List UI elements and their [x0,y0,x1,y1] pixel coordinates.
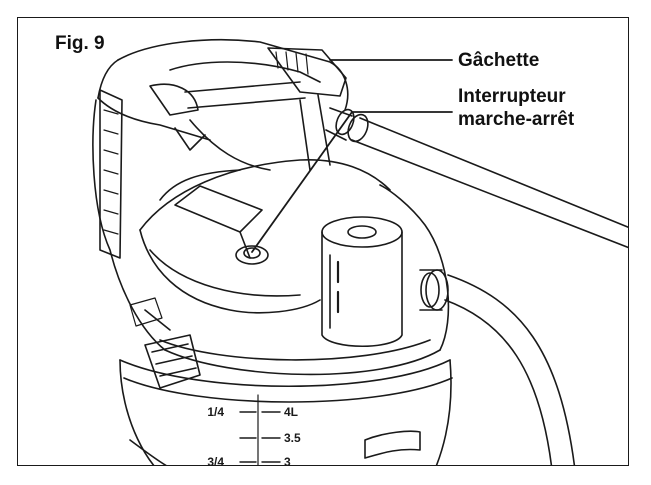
power-switch-label-line1: Interrupteur [458,86,566,107]
callout-leader-lines [251,59,453,253]
power-switch-label-line2: marche-arrêt [458,109,575,130]
power-switch-icon [235,245,269,265]
container-marking: 3.5 [284,431,301,445]
handle-assembly [97,38,349,259]
power-switch-callout-label: Interrupteur marche-arrêt [458,85,574,131]
sprayer-body [92,99,450,389]
container-marking: 4L [284,405,298,419]
air-hose [419,269,576,465]
suction-tube [325,107,628,249]
nozzle-housing [321,216,403,348]
figure-label: Fig. 9 [55,33,105,54]
container-marking: 1/4 [207,405,224,419]
switch-leader-line [251,111,453,253]
paint-container [119,359,453,465]
container-marking: 3/4 [207,455,224,469]
trigger-callout-label: Gâchette [458,50,540,71]
container-marking: 3 [284,455,291,469]
trigger-icon [267,47,347,97]
figure-frame [17,17,629,466]
